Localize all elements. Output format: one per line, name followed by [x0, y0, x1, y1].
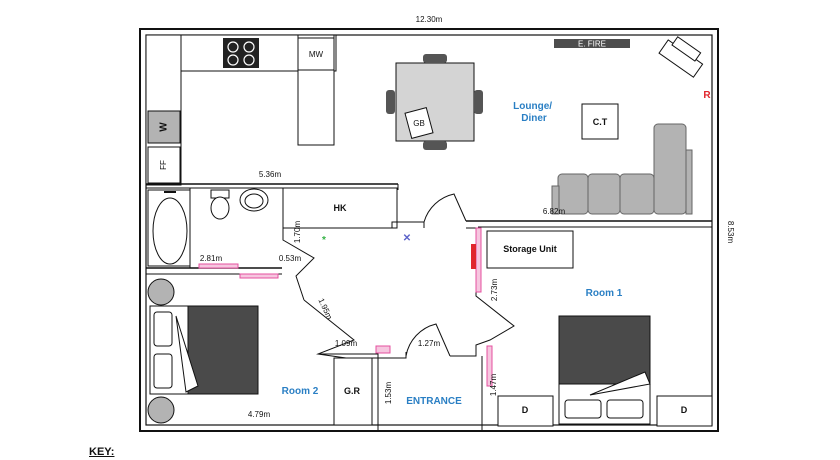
fridge-freezer-label: FF [159, 160, 168, 170]
electric-fire [554, 39, 630, 48]
room2-width-dim: 4.79m [248, 410, 271, 419]
room2-radiator [239, 273, 279, 279]
room2-bed [147, 278, 259, 424]
room1-heater [471, 244, 476, 269]
sofa [551, 123, 693, 215]
room1-bed [558, 315, 651, 425]
room1-door-radiator [486, 345, 493, 387]
electric-fire-label: E. FIRE [578, 40, 606, 49]
room2-label: Room 2 [282, 386, 319, 397]
asterisk-marker-icon: * [322, 235, 326, 246]
storage-unit-label: Storage Unit [503, 244, 557, 254]
key-heading: KEY: [89, 446, 115, 458]
hall-right-dim: 1.27m [418, 339, 441, 348]
room1-drawer-left [497, 395, 554, 427]
room1-side-dim: 2.73m [490, 279, 499, 302]
toilet-icon [210, 189, 230, 220]
hall-left-dim: 1.09m [335, 339, 358, 348]
outer-wall [139, 28, 719, 432]
microwave [297, 37, 335, 71]
cross-marker-icon: ✕ [403, 233, 411, 244]
bath-radiator [198, 263, 239, 269]
entrance-depth-dim: 1.53m [384, 382, 393, 405]
lounge-label-line2: Diner [521, 113, 547, 124]
hot-cupboard-label: HK [334, 203, 347, 213]
bath-width-dim: 2.81m [200, 254, 223, 263]
garment-rack-label: G.R [344, 386, 361, 396]
room1-radiator [475, 227, 482, 293]
room1-drawer-right [656, 395, 713, 427]
washer [147, 110, 181, 144]
dining-table [386, 54, 483, 150]
fridge-freezer [147, 146, 181, 184]
lounge-label-line1: Lounge/ [513, 101, 552, 112]
overall-depth-dim: 8.53m [726, 221, 735, 244]
hall-gap-dim: 0.53m [279, 254, 302, 263]
hot-cupboard [282, 187, 398, 229]
kitchen-width-dim: 5.36m [259, 170, 282, 179]
room1-door-dim: 1.47m [489, 374, 498, 397]
inner-wall-outline [145, 34, 713, 426]
sink-icon [239, 188, 269, 212]
coffee-table-label: C.T [593, 117, 608, 127]
drawer-right-label: D [681, 405, 688, 415]
bathtub [147, 189, 191, 267]
entrance-label: ENTRANCE [406, 396, 462, 407]
games-box-label: GB [413, 119, 425, 128]
drawer-left-label: D [522, 405, 529, 415]
hallway-walls [282, 193, 515, 431]
hall-diag-dim: 1.95m [316, 297, 334, 321]
lounge-width-dim: 6.82m [543, 207, 566, 216]
piano-icon [658, 36, 704, 78]
garment-rack [333, 357, 373, 426]
storage-unit [486, 230, 574, 269]
entrance-radiator [375, 345, 391, 354]
microwave-label: MW [309, 50, 324, 59]
coffee-table [581, 103, 619, 140]
lounge-label: Lounge/ Diner [513, 101, 555, 124]
overall-width-dim: 12.30m [416, 15, 443, 24]
washer-label: W [159, 122, 170, 132]
hob-icon [223, 38, 259, 68]
radiator-mark: R [703, 90, 711, 101]
hall-depth-dim: 1.70m [293, 221, 302, 244]
room1-label: Room 1 [586, 288, 623, 299]
